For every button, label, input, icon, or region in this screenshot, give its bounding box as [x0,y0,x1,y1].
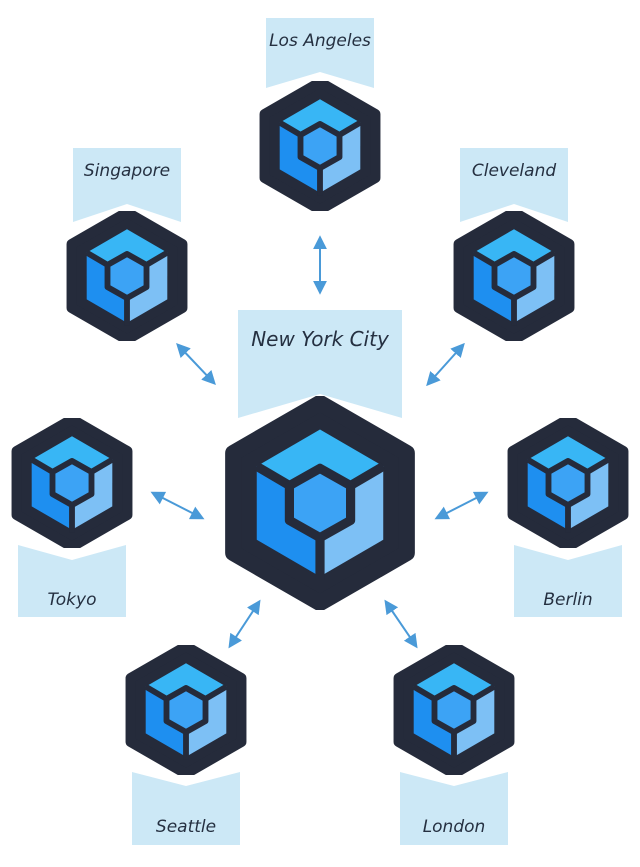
label-cleveland: Cleveland [472,161,556,181]
banner-seattle [132,772,240,845]
hexagon-cube-icon-los-angeles [265,82,376,209]
hexagon-cube-icon-cleveland [459,212,570,339]
arrow-new-york-city-berlin [434,491,489,520]
banner-singapore [73,148,181,222]
arrow-new-york-city-london [384,599,418,649]
labels: Los Angeles Singapore Cleveland New York… [48,31,593,837]
hexagon-cube-icon-singapore [72,212,183,339]
label-tokyo: Tokyo [48,590,97,610]
hexagon-cube-icon-london [399,646,510,773]
label-berlin: Berlin [543,590,592,610]
banner-cleveland [460,148,568,222]
banner-tokyo [18,545,126,617]
banner-london [400,772,508,845]
banner-berlin [514,545,622,617]
banner-los-angeles [266,18,374,88]
label-los-angeles: Los Angeles [269,31,371,51]
arrow-new-york-city-cleveland [426,342,465,387]
hexagon-cube-icon-berlin [513,419,624,546]
arrow-new-york-city-tokyo [150,491,205,520]
hexagon-cube-icon-tokyo [17,419,128,546]
banner-new-york-city [238,310,402,418]
label-new-york-city: New York City [251,327,390,351]
arrow-new-york-city-seattle [228,599,261,649]
arrow-new-york-city-singapore [176,342,216,386]
banners [18,18,622,845]
label-london: London [423,817,486,837]
label-singapore: Singapore [84,161,170,181]
edges [150,235,489,649]
label-seattle: Seattle [156,817,216,837]
hexagon-cube-icon-new-york-city [233,403,406,603]
hexagon-cube-icon-seattle [131,646,242,773]
